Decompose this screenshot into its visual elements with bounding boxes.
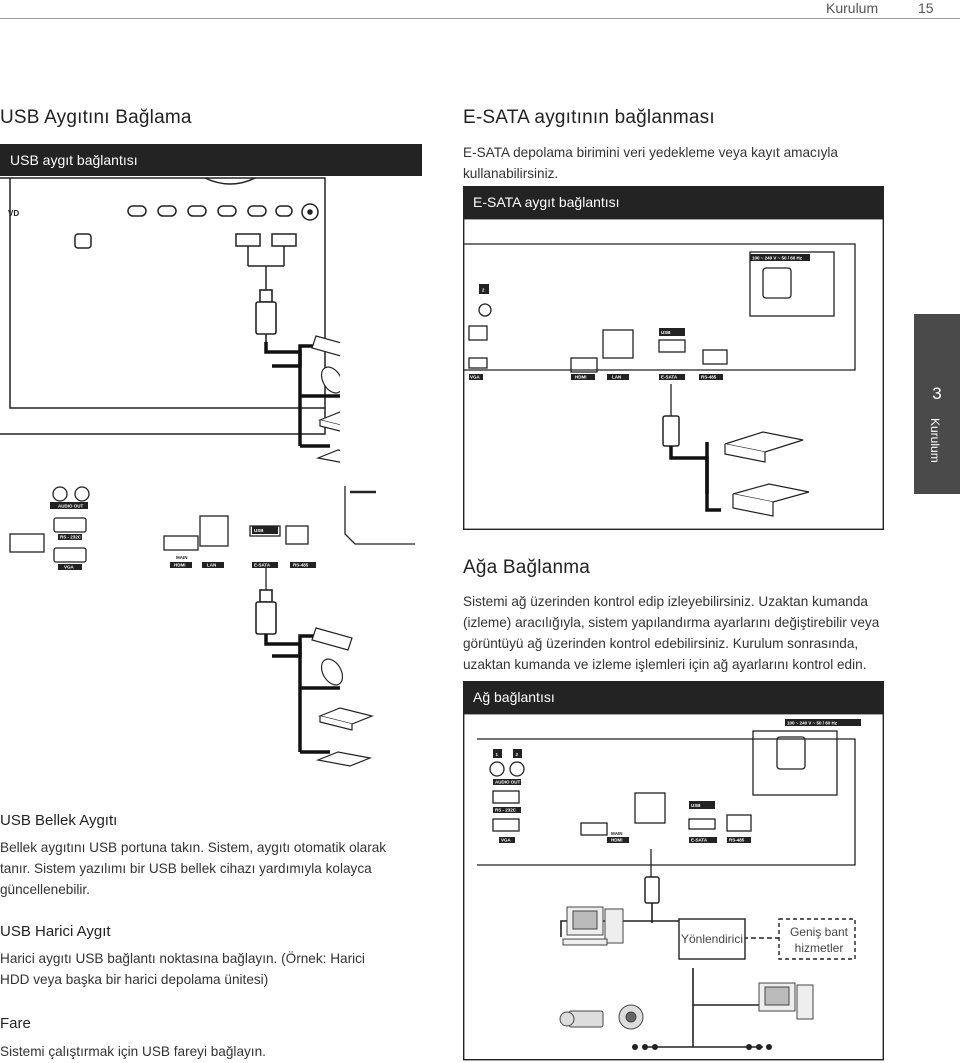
usb-rear-panel-figure: AUDIO OUT RS - 232C VGA HDMI LAN E-SATA … — [9, 486, 415, 767]
esata-vga-label: VGA — [470, 375, 481, 380]
network-audio-out-label: AUDIO OUT — [495, 780, 521, 785]
usb-plug-icon — [255, 289, 277, 342]
ethernet-plug-icon — [644, 876, 660, 904]
esata-rear-panel-figure: 100 ~ 240 V ~ 50 / 60 Hz 2 USB E-SATA RS… — [463, 218, 884, 530]
page-number: 15 — [918, 0, 934, 16]
usb-figure-label: USB aygıt bağlantısı — [0, 144, 422, 176]
mouse-title: Fare — [0, 1015, 31, 1032]
lan-label: LAN — [207, 563, 216, 568]
header-divider — [0, 18, 960, 19]
hdmi-label: HDMI — [174, 563, 186, 568]
network-main-label: MAIN — [611, 831, 623, 836]
broadband-box — [778, 918, 856, 960]
network-power-label: 100 ~ 240 V ~ 50 / 60 Hz — [787, 721, 838, 726]
esata-port-label: E-SATA — [661, 375, 678, 380]
esata-rs485-label: RS-485 — [701, 375, 717, 380]
router-box — [678, 918, 746, 960]
esata-section-title: E-SATA aygıtının bağlanması — [463, 107, 715, 128]
esata-body: E-SATA depolama birimini veri yedekleme … — [463, 145, 838, 181]
network-hdmi-label: HDMI — [611, 838, 623, 843]
network-diagram-figure: 100 ~ 240 V ~ 50 / 60 Hz 1 2 AUDIO OUT R… — [463, 713, 884, 1061]
network-vga-label: VGA — [501, 838, 512, 843]
mouse-body: Sistemi çalıştırmak için USB fareyi bağl… — [0, 1044, 266, 1059]
esata-hdmi-label: HDMI — [575, 375, 587, 380]
power-socket-icon — [776, 736, 806, 770]
esata-label: E-SATA — [254, 563, 271, 568]
running-header-section: Kurulum — [826, 0, 879, 16]
network-rs485-label: RS-485 — [729, 838, 745, 843]
mouse-icon — [320, 658, 344, 686]
usb-plug-icon — [255, 589, 277, 635]
usb-memory-body: Bellek aygıtını USB portuna takın. Siste… — [0, 840, 387, 897]
usb-stick-icon — [311, 627, 353, 651]
svg-text:VD: VD — [8, 209, 19, 218]
audio-out-label: AUDIO OUT — [58, 504, 84, 509]
network-rs232c-label: RS - 232C — [495, 808, 517, 813]
chapter-side-label-wrap: Kurulum — [920, 418, 954, 488]
usb-stick-icon — [311, 335, 340, 357]
dome-camera-icon — [618, 1004, 644, 1030]
network-body: Sistemi ağ üzerinden kontrol edip izleye… — [463, 594, 880, 672]
usb-memory-title: USB Bellek Aygıtı — [0, 812, 118, 829]
esata-power-label: 100 ~ 240 V ~ 50 / 60 Hz — [752, 256, 803, 261]
chapter-side-label: Kurulum — [928, 418, 942, 463]
power-socket-icon — [762, 267, 792, 299]
pc-icon — [562, 906, 814, 1020]
vga-label: VGA — [64, 565, 75, 570]
network-figure-label: Ağ bağlantısı — [463, 681, 884, 713]
usb-front-panel-figure: VD — [0, 177, 340, 463]
usb-external-title: USB Harici Aygıt — [0, 923, 111, 940]
dvd-writer-icon — [724, 431, 810, 517]
router-label: Yönlendirici — [680, 932, 744, 946]
esata-usb-label: USB — [661, 330, 671, 335]
rs485-label: RS-485 — [293, 563, 309, 568]
network-port2-label: 2 — [516, 752, 519, 757]
network-port1-label: 1 — [496, 752, 499, 757]
network-section-title: Ağa Bağlanma — [463, 557, 591, 578]
camera-icon — [559, 1010, 604, 1028]
mouse-icon — [320, 366, 340, 394]
external-hdd-icon — [315, 411, 340, 463]
ethernet-plug-icon — [662, 415, 680, 447]
esata-lan-label: LAN — [612, 375, 621, 380]
network-usb-label: USB — [691, 803, 701, 808]
esata-figure-label: E-SATA aygıt bağlantısı — [463, 186, 884, 218]
usb-external-body: Harici aygıtı USB bağlantı noktasına bağ… — [0, 951, 365, 987]
broadband-label: Geniş bant hizmetler — [789, 925, 849, 955]
usb-section-title: USB Aygıtını Bağlama — [0, 107, 192, 128]
external-hdd-icon — [315, 707, 374, 767]
rs232c-label: RS - 232C — [60, 535, 82, 540]
usb-label: USB — [254, 528, 264, 533]
chapter-number: 3 — [932, 384, 942, 403]
main-label: MAIN — [176, 555, 188, 560]
esata-port2-label: 2 — [482, 288, 485, 293]
chapter-side-tab — [914, 314, 960, 494]
network-esata-label: E-SATA — [691, 838, 708, 843]
